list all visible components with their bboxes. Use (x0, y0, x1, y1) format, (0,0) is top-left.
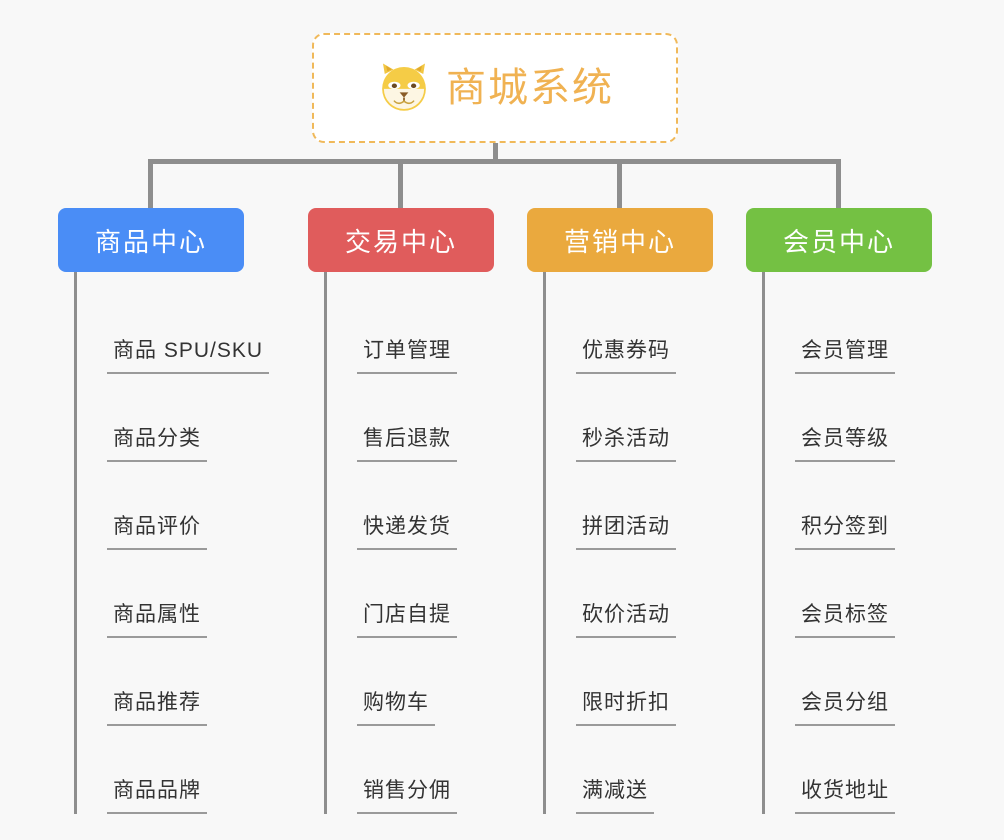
leaf-item-label: 快递发货 (357, 510, 457, 550)
branch-header-3[interactable]: 营销中心 (527, 208, 713, 272)
leaf-item-label: 拼团活动 (576, 510, 676, 550)
leaf-item[interactable]: 商品推荐 (77, 638, 269, 726)
leaf-item[interactable]: 积分签到 (765, 462, 932, 550)
leaf-item[interactable]: 购物车 (327, 638, 494, 726)
leaf-item[interactable]: 商品分类 (77, 374, 269, 462)
leaf-item-label: 商品属性 (107, 598, 207, 638)
leaf-item-label: 会员分组 (795, 686, 895, 726)
leaf-item-label: 商品分类 (107, 422, 207, 462)
leaf-item[interactable]: 销售分佣 (327, 726, 494, 814)
leaf-item-label: 砍价活动 (576, 598, 676, 638)
leaf-item-label: 限时折扣 (576, 686, 676, 726)
leaf-item-label: 满减送 (576, 774, 654, 814)
leaf-item-label: 会员标签 (795, 598, 895, 638)
leaf-item[interactable]: 满减送 (546, 726, 713, 814)
leaf-item-label: 会员等级 (795, 422, 895, 462)
leaf-item-label: 秒杀活动 (576, 422, 676, 462)
leaf-item-label: 订单管理 (357, 334, 457, 374)
leaf-item-label: 销售分佣 (357, 774, 457, 814)
leaf-item[interactable]: 会员标签 (765, 550, 932, 638)
leaf-item[interactable]: 收货地址 (765, 726, 932, 814)
leaf-item-label: 积分签到 (795, 510, 895, 550)
leaf-item[interactable]: 优惠券码 (546, 286, 713, 374)
leaf-item[interactable]: 快递发货 (327, 462, 494, 550)
leaf-item[interactable]: 会员分组 (765, 638, 932, 726)
leaf-item[interactable]: 限时折扣 (546, 638, 713, 726)
connector-drop-3 (617, 159, 622, 209)
connector-crossbar (148, 159, 839, 164)
branch-header-2[interactable]: 交易中心 (308, 208, 494, 272)
leaf-item-label: 商品品牌 (107, 774, 207, 814)
leaf-item[interactable]: 售后退款 (327, 374, 494, 462)
leaf-item[interactable]: 订单管理 (327, 286, 494, 374)
connector-drop-2 (398, 159, 403, 209)
leaf-item[interactable]: 商品品牌 (77, 726, 269, 814)
branch-header-4[interactable]: 会员中心 (746, 208, 932, 272)
leaf-item-label: 商品评价 (107, 510, 207, 550)
leaf-item[interactable]: 商品属性 (77, 550, 269, 638)
shiba-dog-face-icon (382, 63, 426, 112)
leaf-item-label: 优惠券码 (576, 334, 676, 374)
leaf-item[interactable]: 秒杀活动 (546, 374, 713, 462)
leaf-item-label: 门店自提 (357, 598, 457, 638)
connector-trunk (493, 143, 498, 163)
leaf-item[interactable]: 拼团活动 (546, 462, 713, 550)
branch-column-1: 商品中心 商品 SPU/SKU 商品分类 商品评价 商品属性 商品推荐 商品品牌 (58, 208, 270, 814)
leaf-item-label: 收货地址 (795, 774, 895, 814)
connector-drop-1 (148, 159, 153, 209)
branch-header-1[interactable]: 商品中心 (58, 208, 244, 272)
leaf-item[interactable]: 商品评价 (77, 462, 269, 550)
leaf-list-2: 订单管理 售后退款 快递发货 门店自提 购物车 销售分佣 (324, 272, 494, 814)
branch-header-label-2: 交易中心 (344, 226, 457, 257)
leaf-item[interactable]: 会员管理 (765, 286, 932, 374)
leaf-item-label: 会员管理 (795, 334, 895, 374)
leaf-list-1: 商品 SPU/SKU 商品分类 商品评价 商品属性 商品推荐 商品品牌 (74, 272, 270, 814)
branch-column-2: 交易中心 订单管理 售后退款 快递发货 门店自提 购物车 销售分佣 (308, 208, 494, 814)
leaf-list-4: 会员管理 会员等级 积分签到 会员标签 会员分组 收货地址 (762, 272, 932, 814)
leaf-item[interactable]: 商品 SPU/SKU (77, 286, 270, 374)
leaf-item[interactable]: 门店自提 (327, 550, 494, 638)
branch-header-label-3: 营销中心 (563, 226, 676, 257)
leaf-item[interactable]: 会员等级 (765, 374, 932, 462)
connector-drop-4 (836, 159, 841, 209)
leaf-item-label: 商品推荐 (107, 686, 207, 726)
branch-header-label-1: 商品中心 (94, 226, 207, 257)
leaf-item-label: 购物车 (357, 686, 435, 726)
branch-column-4: 会员中心 会员管理 会员等级 积分签到 会员标签 会员分组 收货地址 (746, 208, 932, 814)
branch-column-3: 营销中心 优惠券码 秒杀活动 拼团活动 砍价活动 限时折扣 满减送 (527, 208, 713, 814)
root-title: 商城系统 (446, 66, 614, 110)
leaf-list-3: 优惠券码 秒杀活动 拼团活动 砍价活动 限时折扣 满减送 (543, 272, 713, 814)
leaf-item[interactable]: 砍价活动 (546, 550, 713, 638)
leaf-item-label: 商品 SPU/SKU (107, 334, 270, 374)
branch-header-label-4: 会员中心 (782, 226, 895, 257)
root-node[interactable]: 商城系统 (312, 33, 678, 143)
leaf-item-label: 售后退款 (357, 422, 457, 462)
